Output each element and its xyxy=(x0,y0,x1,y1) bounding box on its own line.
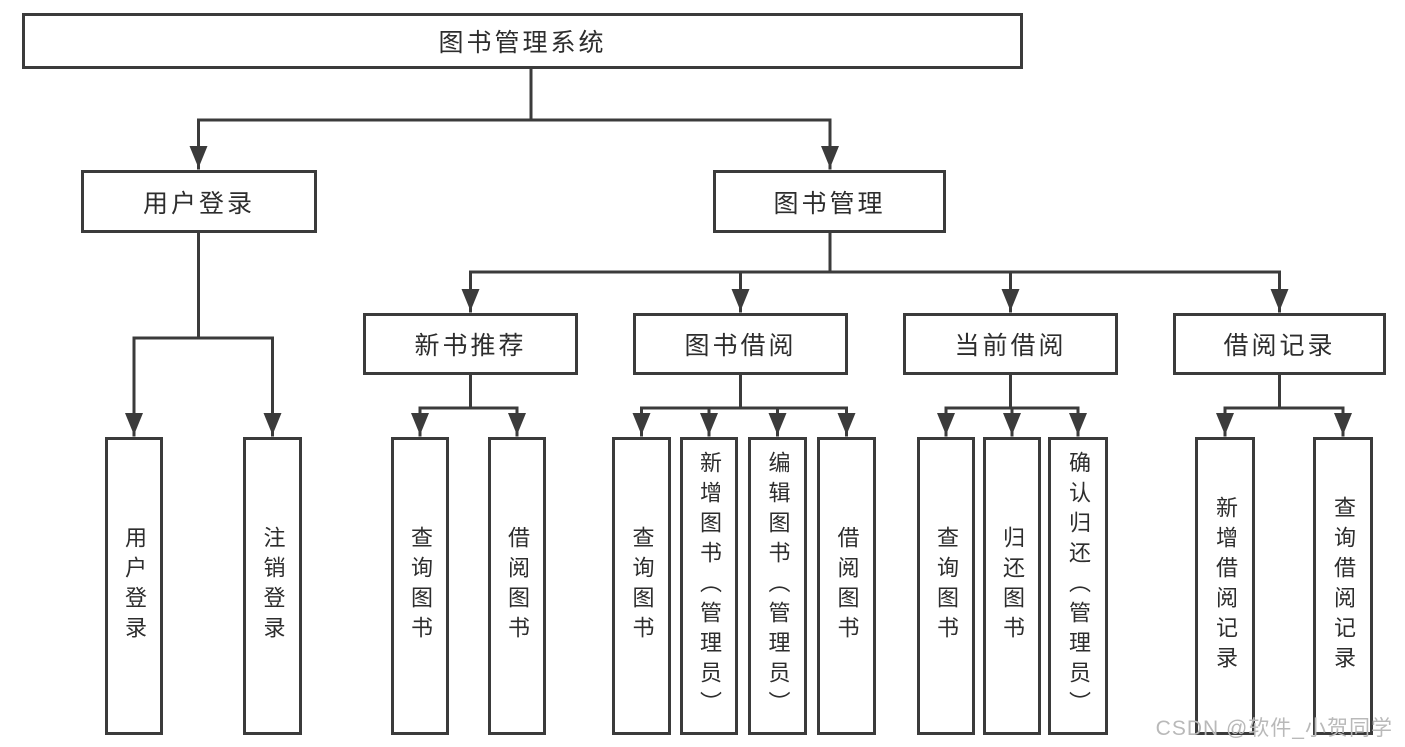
csdn-watermark: CSDN @软件_小贺同学 xyxy=(1155,717,1393,740)
leaf-current-query-books: 查询图书 xyxy=(917,437,975,735)
leaf-current-return-books: 归还图书 xyxy=(983,437,1041,735)
leaf-label: 新增借阅记录 xyxy=(1213,496,1238,676)
node-current-borrow: 当前借阅 xyxy=(903,313,1118,375)
leaf-borrow-borrow-books: 借阅图书 xyxy=(817,437,876,735)
leaf-borrow-query-books: 查询图书 xyxy=(612,437,671,735)
leaf-recommend-borrow-books: 借阅图书 xyxy=(488,437,546,735)
leaf-label: 编辑图书（管理员） xyxy=(765,451,791,721)
node-book-borrow: 图书借阅 xyxy=(633,313,848,375)
leaf-label: 确认归还（管理员） xyxy=(1066,451,1091,721)
leaf-label: 查询借阅记录 xyxy=(1331,496,1356,676)
node-book-management: 图书管理 xyxy=(713,170,946,233)
leaf-label: 查询图书 xyxy=(934,526,959,646)
leaf-records-query-record: 查询借阅记录 xyxy=(1313,437,1373,735)
leaf-label: 注销登录 xyxy=(260,526,286,646)
node-new-book-recommend: 新书推荐 xyxy=(363,313,578,375)
leaf-label: 查询图书 xyxy=(408,526,433,646)
leaf-records-add-record: 新增借阅记录 xyxy=(1195,437,1255,735)
node-root: 图书管理系统 xyxy=(22,13,1023,69)
leaf-borrow-add-book-admin: 新增图书（管理员） xyxy=(680,437,738,735)
leaf-label: 借阅图书 xyxy=(834,526,860,646)
leaf-user-login: 用户登录 xyxy=(105,437,163,735)
leaf-recommend-query-books: 查询图书 xyxy=(391,437,449,735)
leaf-label: 借阅图书 xyxy=(505,526,530,646)
leaf-borrow-edit-book-admin: 编辑图书（管理员） xyxy=(748,437,807,735)
node-user-login: 用户登录 xyxy=(81,170,317,233)
leaf-label: 新增图书（管理员） xyxy=(697,451,722,721)
leaf-label: 查询图书 xyxy=(629,526,655,646)
leaf-label: 归还图书 xyxy=(1000,526,1025,646)
leaf-current-confirm-return-admin: 确认归还（管理员） xyxy=(1048,437,1108,735)
node-borrow-records: 借阅记录 xyxy=(1173,313,1386,375)
leaf-label: 用户登录 xyxy=(122,526,147,646)
leaf-logout: 注销登录 xyxy=(243,437,302,735)
